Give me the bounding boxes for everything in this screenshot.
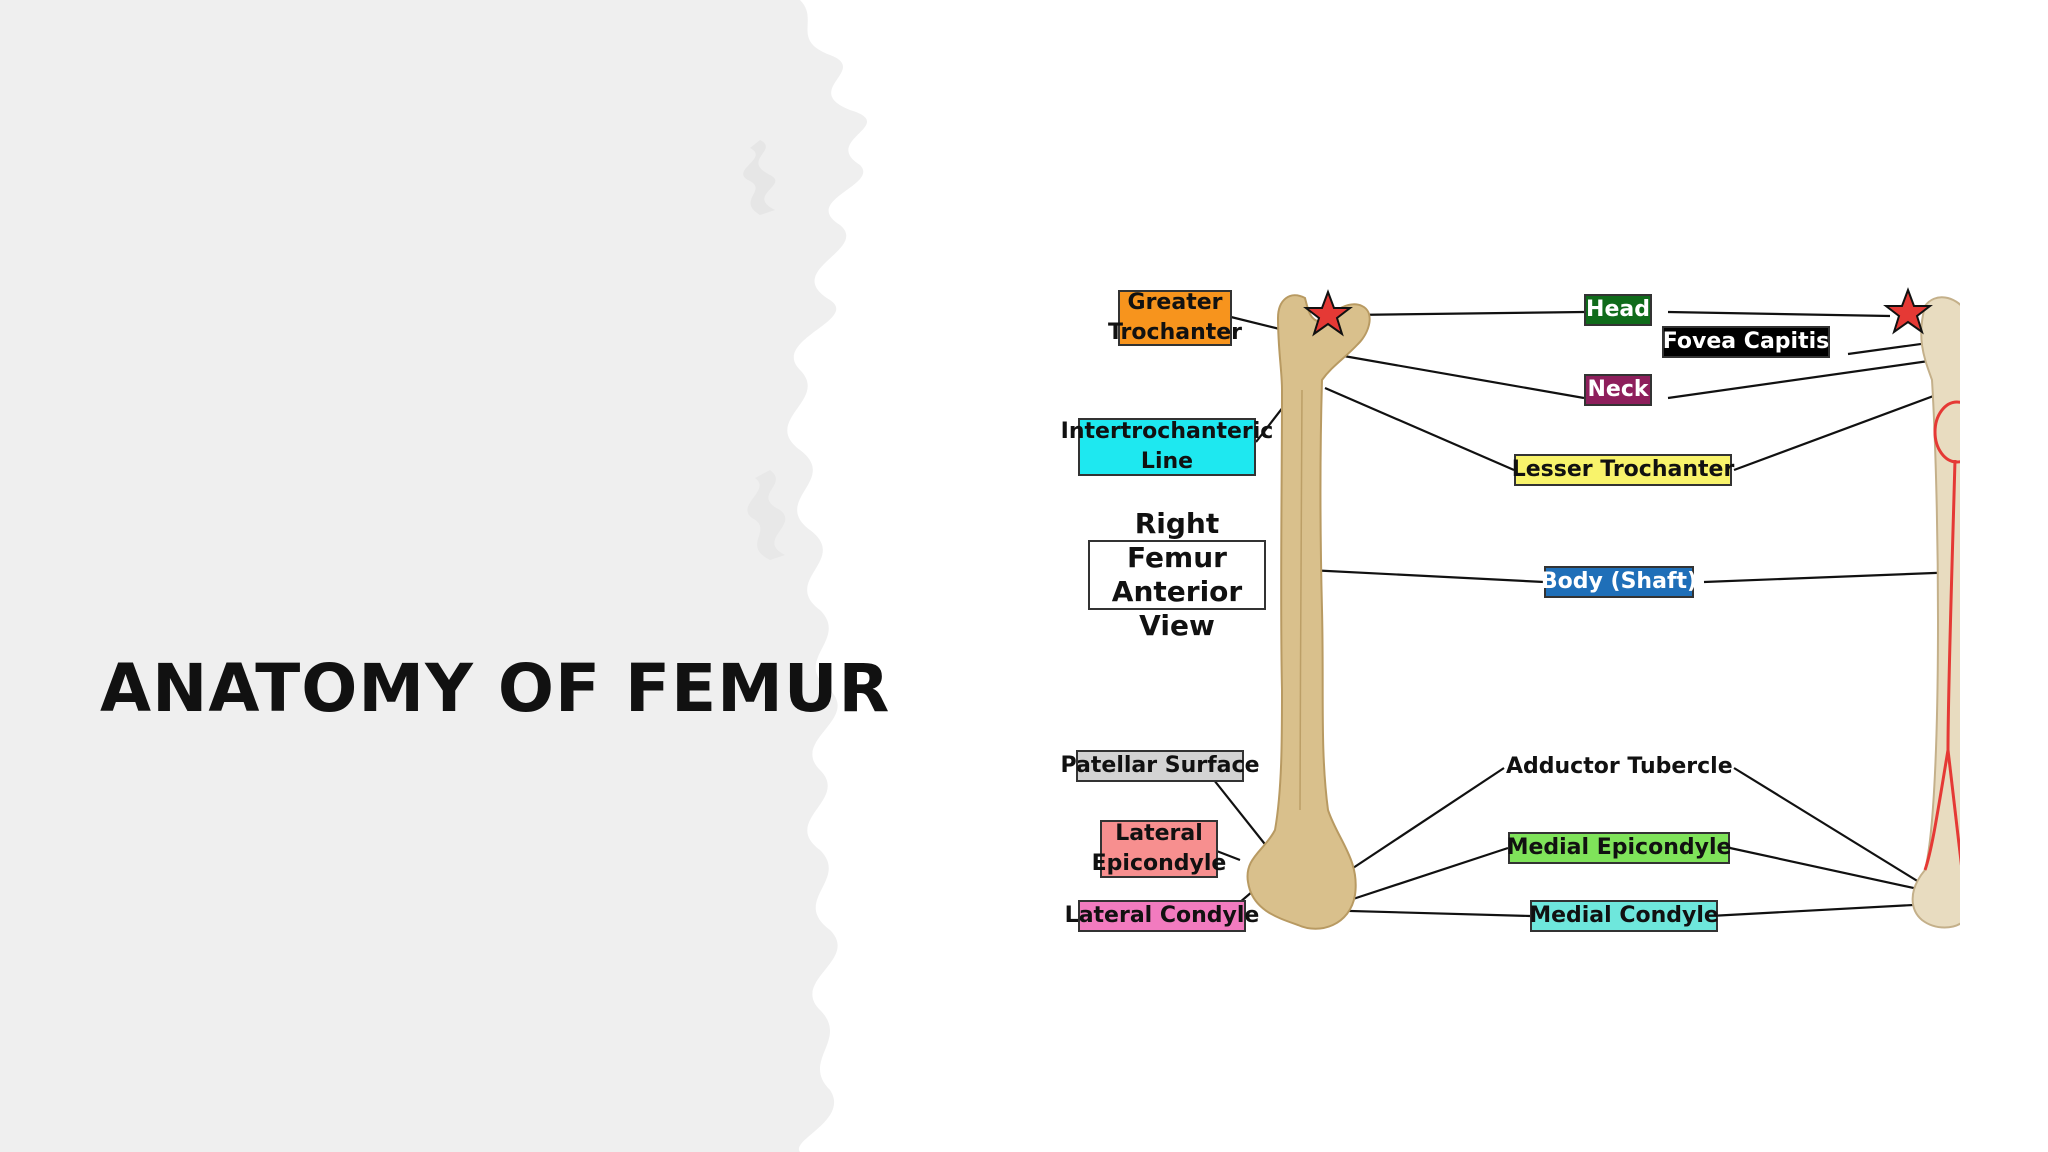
- label-patellar-surface: Patellar Surface: [1061, 750, 1260, 782]
- diagram-caption: Right Femur Anterior View: [1088, 507, 1266, 642]
- label-fovea-capitis: Fovea Capitis: [1662, 326, 1830, 358]
- label-body-shaft: Body (Shaft): [1541, 566, 1697, 598]
- slide-title: ANATOMY OF FEMUR: [100, 650, 891, 727]
- femur-diagram: Greater Trochanter Intertrochanteric Lin…: [1020, 270, 1960, 970]
- label-lesser-trochanter: Lesser Trochanter: [1512, 454, 1734, 486]
- label-neck: Neck: [1584, 374, 1652, 406]
- fovea-star-marker: [1883, 287, 1933, 335]
- label-medial-condyle: Medial Condyle: [1529, 900, 1719, 932]
- label-lateral-condyle: Lateral Condyle: [1065, 900, 1259, 932]
- label-adductor-tubercle: Adductor Tubercle: [1506, 754, 1733, 779]
- label-intertrochanteric-line: Intertrochanteric Line: [1061, 418, 1273, 476]
- background-brush-panel: [0, 0, 868, 1152]
- label-line: Line: [1140, 449, 1194, 474]
- femur-anterior-bone: [1246, 294, 1371, 930]
- label-line: Trochanter: [1107, 320, 1243, 345]
- head-star-marker: [1303, 289, 1353, 337]
- label-head: Head: [1584, 294, 1652, 326]
- caption-line: Right Femur: [1127, 507, 1227, 574]
- label-lateral-epicondyle: Lateral Epicondyle: [1092, 820, 1226, 878]
- label-line: Intertrochanteric: [1060, 419, 1274, 444]
- label-line: Greater: [1127, 290, 1223, 315]
- label-line: Epicondyle: [1091, 851, 1227, 876]
- caption-line: Anterior View: [1111, 575, 1243, 642]
- femur-posterior-bone: [1911, 296, 1960, 929]
- label-line: Lateral: [1115, 821, 1203, 846]
- femur-illustration: [1200, 287, 1960, 930]
- label-medial-epicondyle: Medial Epicondyle: [1507, 832, 1731, 864]
- label-greater-trochanter: Greater Trochanter: [1108, 290, 1242, 346]
